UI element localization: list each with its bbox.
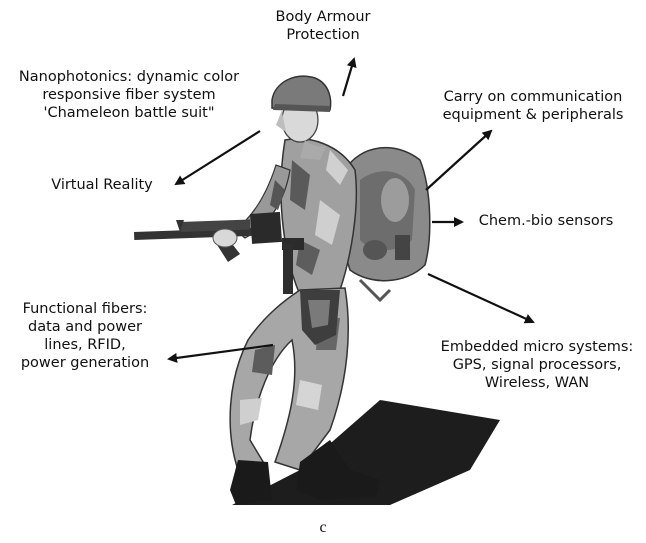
backpack	[340, 146, 431, 303]
left-boot	[230, 460, 272, 505]
arrow-embedded	[427, 272, 535, 324]
arrow-communication	[425, 129, 493, 191]
arrow-functional-fibers	[167, 343, 274, 363]
rifle	[134, 211, 304, 294]
label-communication: Carry on communication equipment & perip…	[442, 89, 624, 123]
head	[271, 75, 332, 160]
arrow-body-armour	[341, 57, 357, 97]
hand	[212, 228, 238, 248]
label-embedded: Embedded micro systems: GPS, signal proc…	[440, 339, 634, 391]
arrow-virtual-reality	[174, 130, 261, 186]
label-body-armour: Body Armour Protection	[275, 9, 371, 43]
right-boot	[296, 440, 380, 500]
figure-caption: c	[319, 519, 327, 536]
arrows	[167, 57, 535, 363]
label-chem-bio: Chem.-bio sensors	[478, 213, 614, 229]
label-nanophotonics: Nanophotonics: dynamic color responsive …	[18, 69, 240, 121]
label-functional-fibers: Functional fibers: data and power lines,…	[20, 301, 150, 371]
label-virtual-reality: Virtual Reality	[51, 177, 153, 193]
